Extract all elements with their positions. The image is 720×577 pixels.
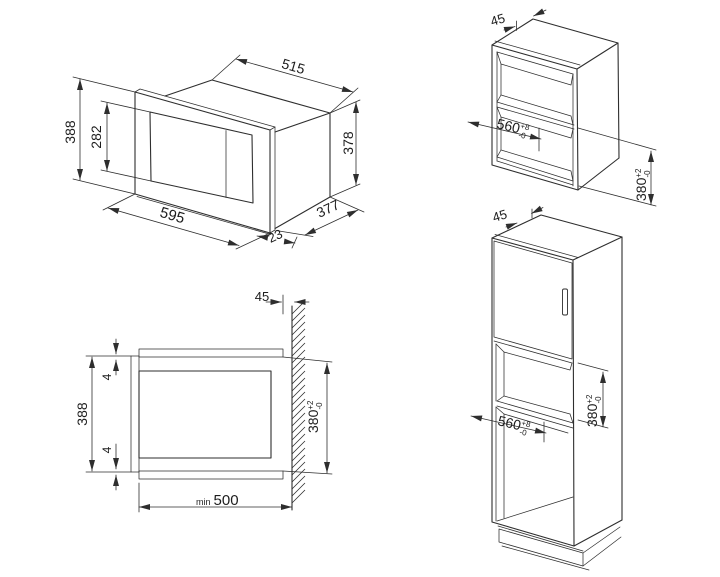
dim-label-560: 560+8-0: [495, 115, 531, 141]
dim-label-378: 378: [340, 131, 356, 155]
dim-wall-clearance-45: 45: [255, 289, 310, 315]
dim-label-380: 380+2-0: [584, 394, 603, 427]
dim-top-overlap-4: 4: [100, 338, 119, 380]
dim-niche-height-380: 380+2-0: [577, 362, 609, 429]
dim-body-depth-377: 377: [275, 196, 365, 237]
drawing-oven-isometric: 388 282 515 378 595: [62, 54, 365, 250]
dim-label-23: 23: [265, 226, 284, 246]
cabinet-door: [493, 240, 573, 364]
dim-label-595: 595: [158, 204, 187, 227]
tall-cabinet-box: [491, 214, 623, 547]
dim-bottom-overlap-4: 4: [100, 443, 119, 491]
dim-label-388: 388: [74, 402, 90, 426]
dim-label-515: 515: [280, 55, 307, 77]
cabinet-box: [491, 18, 620, 191]
dim-label-4-top: 4: [100, 373, 114, 380]
oven-door-window: [149, 111, 254, 204]
dim-window-height-282: 282: [88, 100, 152, 182]
dim-label-45: 45: [489, 10, 507, 29]
dim-label-388: 388: [62, 120, 78, 144]
oven-front-frame-section: [130, 355, 140, 473]
drawing-side-section: 45 388 4 4 380+2-0: [74, 289, 333, 513]
cabinet-shelf: [496, 51, 575, 182]
dim-frame-height-388: 388: [74, 355, 132, 473]
dim-niche-width-560: 560+8-0: [467, 115, 542, 152]
dim-label-45: 45: [491, 206, 509, 225]
dim-label-377: 377: [314, 196, 342, 220]
oven-body: [164, 79, 331, 230]
dim-niche-height-380: 380+2-0: [282, 356, 333, 475]
dim-label-45: 45: [255, 289, 269, 304]
drawing-tall-cabinet: 45 560+8-0 380+2-0: [470, 205, 623, 571]
dim-label-380: 380+2-0: [633, 168, 652, 201]
dim-frame-width-595: 595: [102, 193, 271, 250]
drawing-wall-cabinet: 45 560+8-0 380+2-0: [467, 8, 657, 207]
oven-frame: [134, 88, 276, 235]
dim-label-4-bottom: 4: [100, 446, 114, 453]
dim-niche-height-380: 380+2-0: [577, 127, 657, 207]
dim-front-clearance-45-top: 45: [489, 8, 547, 33]
dim-body-height-378: 378: [329, 99, 361, 198]
dim-frame-thickness-23: 23: [256, 226, 298, 249]
dim-label-560: 560+8-0: [496, 412, 532, 438]
door-handle: [562, 288, 568, 316]
cabinet-plinth: [498, 526, 622, 571]
dim-frame-height-388: 388: [62, 76, 136, 195]
dim-niche-width-560: 560+8-0: [470, 412, 547, 443]
niche-panels: [130, 348, 284, 480]
dim-top-width-515: 515: [211, 54, 359, 114]
dim-label-380: 380+2-0: [305, 400, 324, 433]
dim-front-clearance-45-tall: 45: [491, 205, 544, 230]
wall-hatching: [291, 300, 306, 511]
dim-label-282: 282: [88, 125, 104, 149]
oven-body-section: [138, 370, 272, 459]
